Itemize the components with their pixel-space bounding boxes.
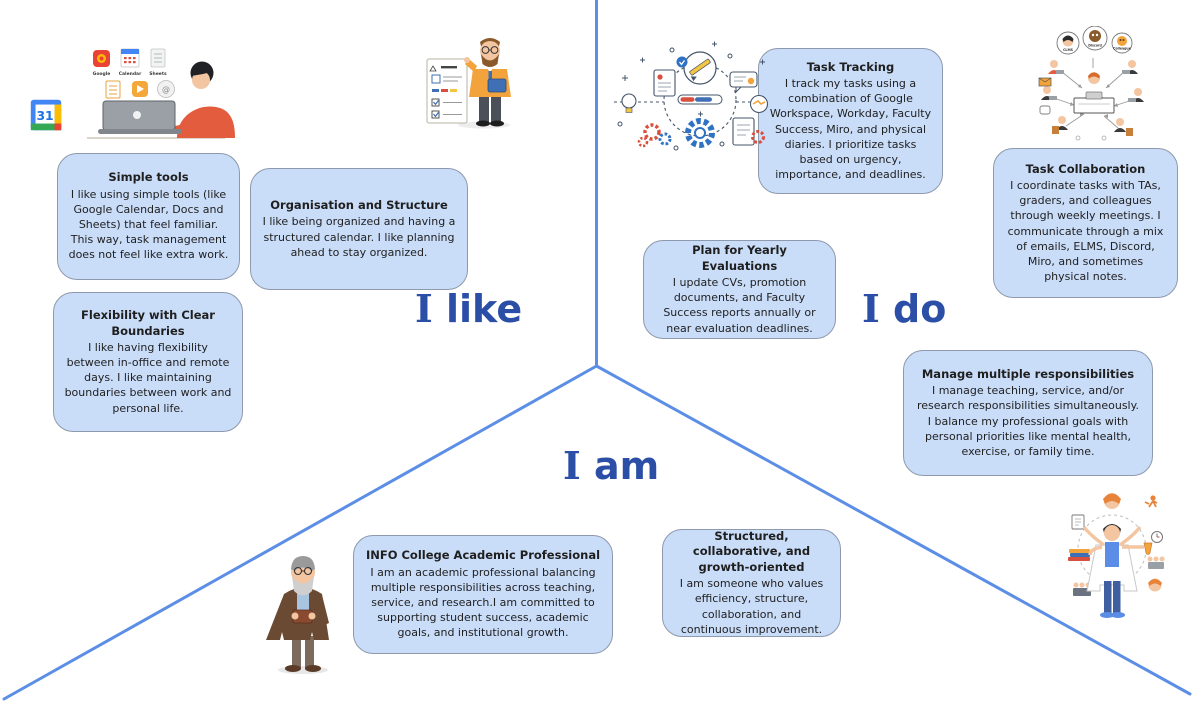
- note-title: Manage multiple responsibilities: [921, 366, 1135, 381]
- section-label-i-do: I do: [862, 286, 947, 331]
- svg-text:CLMS: CLMS: [1063, 48, 1074, 52]
- note-body: I am an academic professional balancing …: [370, 565, 596, 640]
- note-body: I update CVs, promotion documents, and F…: [663, 276, 816, 335]
- multitasking-person-illustration: [1058, 485, 1166, 625]
- note-title: Flexibility with Clear Boundaries: [81, 308, 215, 338]
- section-label-i-am: I am: [563, 443, 660, 488]
- note-body: I like being organized and having a stru…: [262, 215, 456, 259]
- note-title: Task Tracking: [806, 59, 895, 74]
- note-title: Simple tools: [108, 170, 189, 185]
- note-body: I am someone who values efficiency, stru…: [679, 577, 824, 636]
- note-title: Organisation and Structure: [270, 198, 448, 213]
- svg-text:31: 31: [36, 109, 53, 123]
- checklist-presenter-illustration: [424, 33, 516, 130]
- google-calendar-icon: 31: [27, 96, 65, 134]
- note-title: INFO College Academic Professional: [365, 548, 601, 563]
- team-meeting-illustration: CLMS Discord Colleague: [1038, 26, 1148, 148]
- svg-text:@: @: [162, 85, 170, 94]
- note-title: Task Collaboration: [1025, 161, 1146, 176]
- svg-text:Discord: Discord: [1088, 44, 1102, 48]
- note-academic-professional: INFO College Academic Professional I am …: [353, 535, 613, 654]
- note-title: Plan for Yearly Evaluations: [692, 243, 787, 273]
- note-body: I coordinate tasks with TAs, graders, an…: [1007, 179, 1164, 284]
- note-task-collaboration: Task Collaboration I coordinate tasks wi…: [993, 148, 1178, 298]
- note-body: I like using simple tools (like Google C…: [68, 187, 229, 262]
- svg-text:Calendar: Calendar: [119, 71, 142, 77]
- task-network-illustration: [612, 38, 770, 156]
- professor-illustration: [266, 550, 340, 678]
- person-at-laptop-illustration: Google Calendar Sheets @: [73, 40, 235, 145]
- note-body: I manage teaching, service, and/or resea…: [916, 384, 1140, 458]
- note-simple-tools: Simple tools I like using simple tools (…: [57, 153, 240, 280]
- note-manage-responsibilities: Manage multiple responsibilities I manag…: [903, 350, 1153, 476]
- note-body: I track my tasks using a combination of …: [769, 77, 932, 182]
- svg-text:Google: Google: [93, 71, 111, 77]
- note-title: Structured, collaborative, and growth-or…: [692, 529, 811, 574]
- svg-text:Colleague: Colleague: [1113, 47, 1131, 51]
- note-task-tracking: Task Tracking I track my tasks using a c…: [758, 48, 943, 194]
- section-label-i-like: I like: [415, 286, 523, 331]
- note-body: I like having flexibility between in-off…: [64, 340, 232, 415]
- note-structured-collaborative: Structured, collaborative, and growth-or…: [662, 529, 841, 637]
- note-plan-yearly-evaluations: Plan for Yearly Evaluations I update CVs…: [643, 240, 836, 339]
- svg-text:Sheets: Sheets: [149, 71, 167, 77]
- note-organisation-structure: Organisation and Structure I like being …: [250, 168, 468, 290]
- note-flexibility-boundaries: Flexibility with Clear Boundaries I like…: [53, 292, 243, 432]
